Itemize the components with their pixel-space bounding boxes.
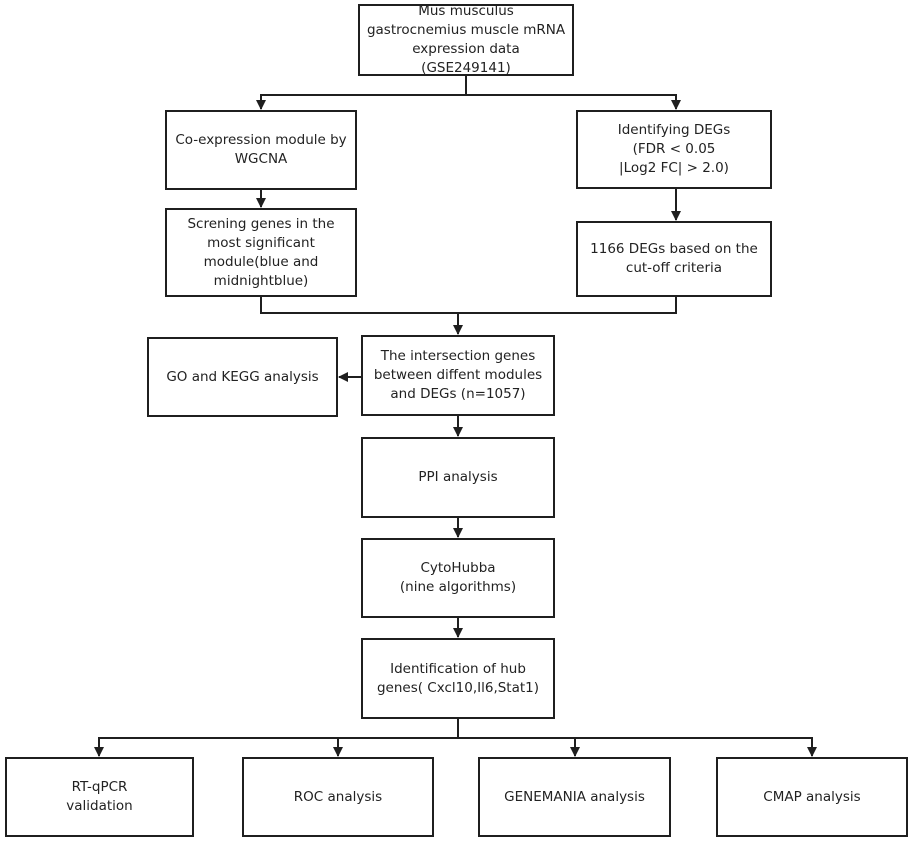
node-screening-genes: Screning genes in the most significant m…: [165, 208, 357, 297]
node-text-line: CytoHubba: [420, 560, 496, 576]
node-hub-genes: Identification of hub genes( Cxcl10,Il6,…: [361, 638, 555, 719]
node-text-line: (FDR < 0.05: [632, 141, 716, 157]
edge-screening-to-intersection: [260, 297, 458, 314]
node-cytohubba: CytoHubba (nine algorithms): [361, 538, 555, 618]
node-text-line: validation: [66, 798, 133, 814]
edge-hub-genes-to-cmap: [575, 737, 817, 757]
node-wgcna: Co-expression module by WGCNA: [165, 110, 357, 190]
node-text-line: GENEMANIA analysis: [504, 788, 645, 805]
node-text-line: genes( Cxcl10,Il6,Stat1): [376, 679, 540, 696]
node-text-line: Identifying DEGs: [617, 122, 731, 138]
node-source-data: Mus musculus gastrocnemius muscle mRNA e…: [358, 3, 574, 76]
node-genemania-analysis: GENEMANIA analysis: [478, 757, 671, 837]
node-text-line: Co-expression module by: [175, 132, 347, 148]
node-text-line: Mus musculus: [418, 3, 514, 19]
node-text-line: ROC analysis: [293, 788, 383, 805]
node-text-line: gastrocnemius muscle mRNA: [366, 22, 566, 38]
node-cmap-analysis: CMAP analysis: [716, 757, 908, 837]
edge-degs-count-to-intersection: [453, 297, 677, 335]
node-text-line: midnightblue): [213, 272, 309, 289]
node-identifying-degs: Identifying DEGs (FDR < 0.05 |Log2 FC| >…: [576, 110, 772, 189]
node-rt-qpcr-validation: RT-qPCR validation: [5, 757, 194, 837]
edge-hub-genes-to-genemania: [458, 737, 580, 757]
node-text-line: cut-off criteria: [625, 260, 723, 276]
node-text-line: (nine algorithms): [399, 579, 517, 595]
node-text-line: 1166 DEGs based on the: [590, 241, 758, 257]
node-text-line: between diffent modules: [373, 367, 543, 383]
node-degs-count: 1166 DEGs based on the cut-off criteria: [576, 221, 772, 297]
node-roc-analysis: ROC analysis: [242, 757, 434, 837]
node-text-line: CMAP analysis: [763, 788, 861, 805]
edge-source-to-wgcna: [256, 76, 467, 110]
node-text-line: Screning genes in the: [187, 215, 335, 232]
edge-hub-genes-trunk: [94, 719, 459, 757]
node-text-line: (GSE249141): [421, 60, 511, 76]
edge-source-to-degs: [466, 94, 681, 110]
node-text-line: |Log2 FC| > 2.0): [619, 160, 729, 176]
node-text-line: The intersection genes: [380, 348, 536, 364]
node-text-line: most significant: [207, 234, 315, 251]
node-text-line: Identification of hub: [390, 660, 526, 677]
node-text-line: and DEGs (n=1057): [390, 386, 526, 402]
node-ppi-analysis: PPI analysis: [361, 437, 555, 518]
node-text-line: GO and KEGG analysis: [166, 368, 319, 385]
node-text-line: RT-qPCR: [71, 779, 128, 795]
node-text-line: PPI analysis: [418, 469, 498, 485]
node-intersection-genes: The intersection genes between diffent m…: [361, 335, 555, 416]
node-text-line: WGCNA: [234, 151, 288, 167]
node-text-line: module(blue and: [203, 253, 319, 270]
node-go-kegg-analysis: GO and KEGG analysis: [147, 337, 338, 417]
node-text-line: expression data: [412, 41, 520, 57]
